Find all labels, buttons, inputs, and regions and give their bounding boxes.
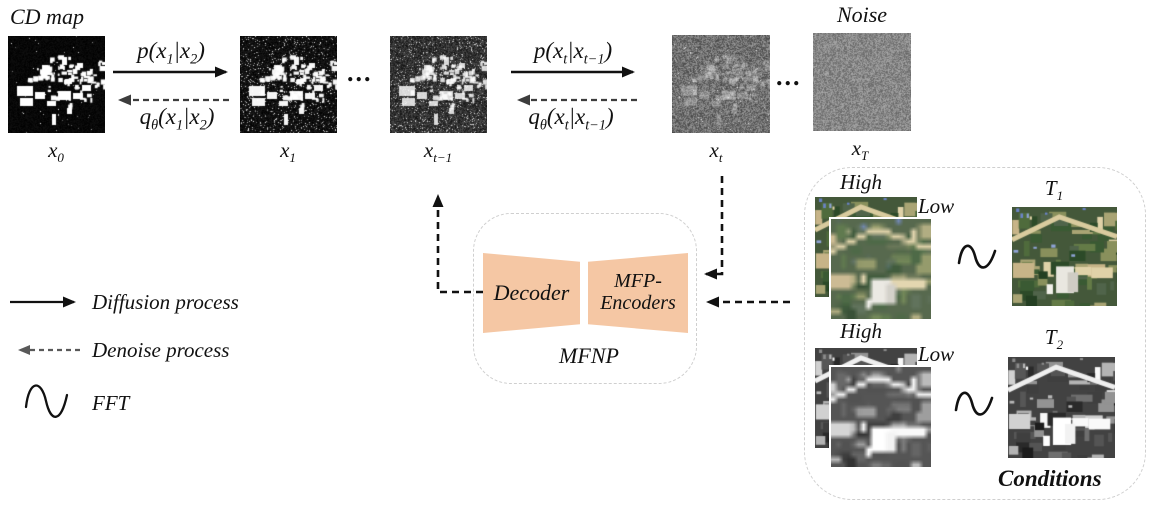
xt-label: xt [709,138,723,166]
ellipsis-1: ... [347,58,373,87]
xt-canvas [672,35,770,133]
mfp-encoders-block: MFP- Encoders [588,253,688,333]
xT-label: xT [851,136,869,164]
t2-label: T2 [1044,325,1064,353]
legend-fft-label: FFT [92,391,130,415]
t2-image [1008,357,1115,458]
xT-canvas [813,33,911,131]
low-label-row2: Low [918,342,955,366]
xt-1-canvas [390,36,487,133]
cd-map-label: CD map [10,4,84,29]
mfnp-box [473,213,697,384]
encoders-label-line1: MFP- [614,270,662,293]
low-t1-canvas [831,219,931,319]
legend-fft-wave-icon [24,384,69,418]
high-label-row2: High [840,319,882,343]
p-x1-x2-label: p(x1|x2) [137,38,205,68]
high-label-row1: High [840,170,882,194]
q-x1-x2-label: qθ(x1|x2) [139,104,215,134]
mfnp-label: MFNP [559,343,619,368]
x1-label: x1 [280,138,296,166]
x0-canvas [8,36,105,133]
p-xt-xt-1-label: p(xt|xt−1) [533,38,613,68]
xt-image [672,35,770,133]
xt-1-image [390,36,487,133]
t2-canvas [1008,357,1115,458]
decoder-label: Decoder [493,280,570,305]
x1-image [240,36,337,133]
conditions-label: Conditions [998,466,1102,491]
xt-1-label: xt−1 [423,138,453,166]
x0-label: x0 [48,138,64,166]
t1-image [1012,207,1117,306]
legend-diffusion-label: Diffusion process [92,290,239,314]
low-t2-canvas [831,367,931,467]
conditions-box [804,167,1146,500]
x1-canvas [240,36,337,133]
decoder-block: Decoder [483,253,580,333]
t1-canvas [1012,207,1117,306]
encoders-label-line2: Encoders [600,292,676,314]
xt-to-encoders-arrow [704,176,724,280]
low-t1-image [829,217,933,321]
noise-label: Noise [836,2,888,27]
low-t2-image [829,365,933,469]
low-label-row1: Low [918,194,955,218]
q-xt-xt-1-label: qθ(xt|xt−1) [528,104,614,134]
legend-denoise-label: Denoise process [92,338,230,362]
ellipsis-2: ... [776,62,802,91]
t1-label: T1 [1044,176,1064,204]
x0-cd-map-image [8,36,105,133]
xT-noise-image [813,33,911,131]
